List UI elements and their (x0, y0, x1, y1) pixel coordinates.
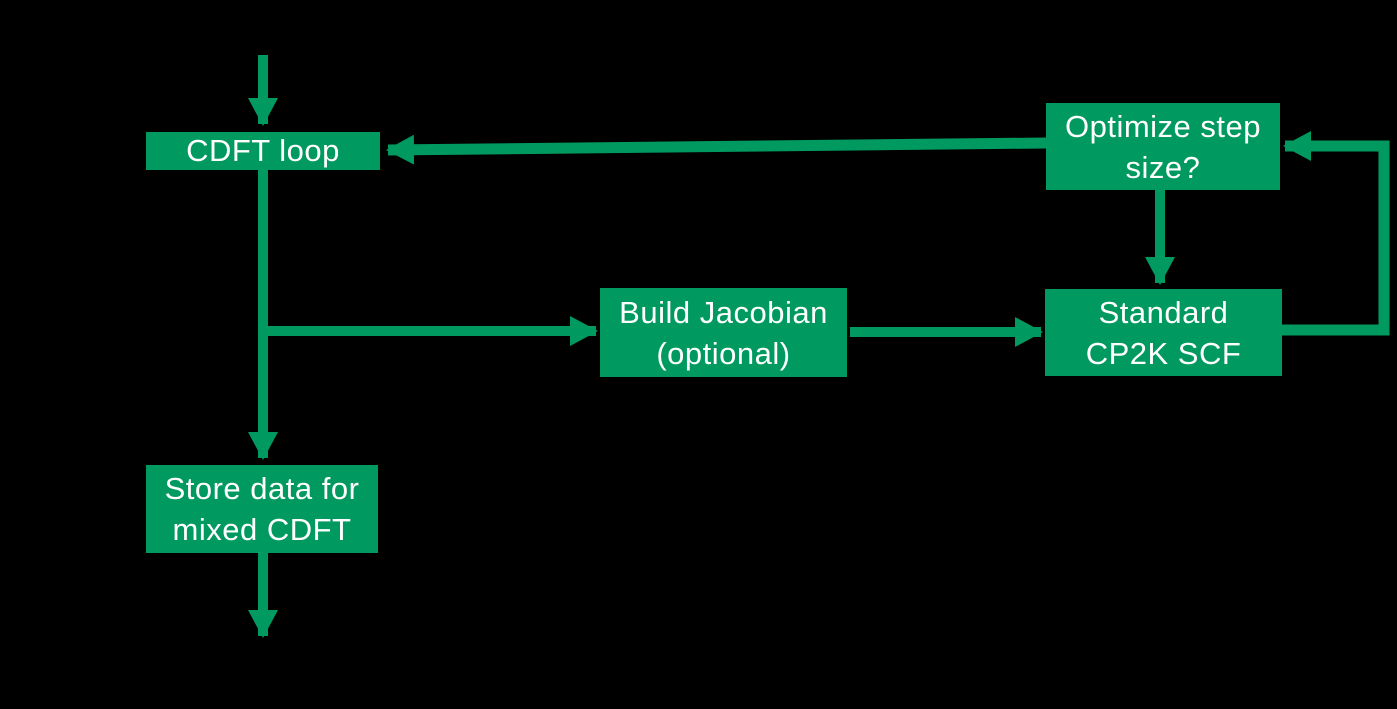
node-cdft-loop: CDFT loop (146, 132, 380, 170)
node-store-data-mixed-cdft: Store data for mixed CDFT (146, 465, 378, 553)
node-optimize-step-size-label: Optimize step size? (1064, 108, 1261, 185)
node-standard-cp2k-scf: Standard CP2K SCF (1045, 289, 1282, 376)
node-standard-cp2k-scf-label: Standard CP2K SCF (1085, 294, 1242, 371)
node-build-jacobian-label: Build Jacobian (optional) (619, 294, 828, 371)
node-cdft-loop-label: CDFT loop (186, 133, 340, 168)
arrow-optimize-to-cdft-loop (386, 134, 1047, 165)
node-store-data-mixed-cdft-label: Store data for mixed CDFT (164, 471, 360, 547)
node-optimize-step-size: Optimize step size? (1046, 103, 1280, 190)
node-build-jacobian: Build Jacobian (optional) (600, 288, 847, 377)
arrow-standard-scf-to-optimize-loop (1282, 131, 1390, 336)
